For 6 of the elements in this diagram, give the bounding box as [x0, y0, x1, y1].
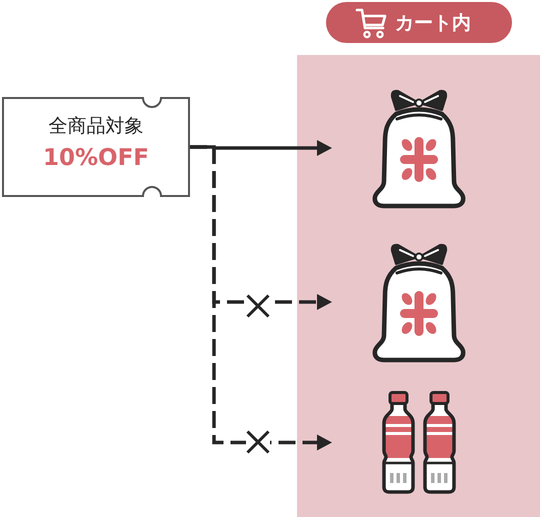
ticket-title: 全商品対象 — [48, 114, 144, 139]
dashed-arrow — [190, 145, 332, 450]
ticket — [2, 97, 190, 197]
heading-text: カート内 — [395, 10, 471, 36]
cart-panel — [297, 0, 540, 517]
discount-text: 10%OFF — [42, 144, 150, 173]
